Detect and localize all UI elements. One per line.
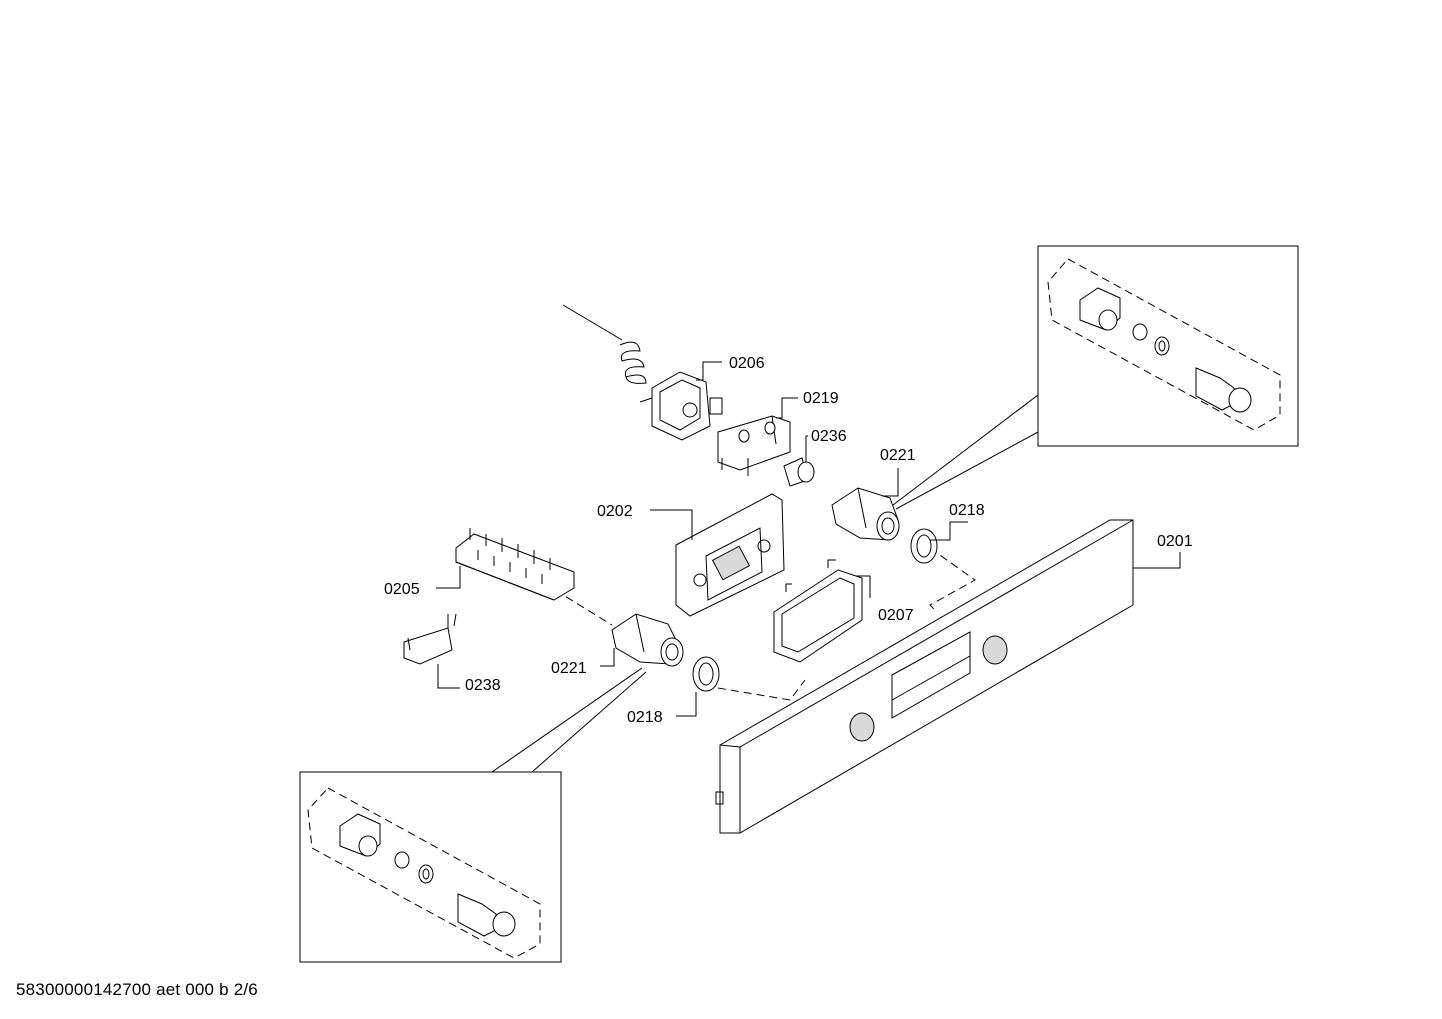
- label-0205: 0205: [384, 581, 420, 598]
- label-0221-bottom: 0221: [551, 660, 587, 677]
- detail-inset-bottom-left: [299, 667, 647, 963]
- inset-knob-assembly-icon: [339, 813, 516, 937]
- label-0238: 0238: [465, 677, 501, 694]
- label-0236: 0236: [811, 428, 847, 445]
- contact-bracket-0238: [403, 613, 457, 665]
- label-0219: 0219: [803, 390, 839, 407]
- bracket-0219: [717, 415, 791, 476]
- selector-switch-0221-top: [831, 487, 900, 541]
- detail-inset-top-right: [892, 245, 1299, 510]
- label-0201: 0201: [1157, 533, 1193, 550]
- display-frame-0207: [773, 559, 863, 663]
- terminal-block-0205: [455, 528, 575, 601]
- label-0221-top: 0221: [880, 447, 916, 464]
- control-panel-front: [715, 519, 1134, 834]
- selector-switch-0221-bottom: [611, 613, 684, 667]
- part-labels: 0206 0219 0236 0221 0218 0201 0202 0207 …: [384, 355, 1193, 726]
- label-0202: 0202: [597, 503, 633, 520]
- label-0207: 0207: [878, 607, 914, 624]
- thermostat-0206: [562, 304, 723, 441]
- leader-lines: [436, 361, 1181, 717]
- lamp-holder-0236: [783, 457, 815, 487]
- label-0218-top: 0218: [949, 502, 985, 519]
- ring-0218-top: [910, 528, 938, 564]
- inset-knob-assembly-icon: [1079, 287, 1252, 413]
- ring-0218-bottom: [692, 656, 720, 692]
- assembly-guide-lines: [554, 547, 976, 701]
- label-0218-bottom: 0218: [627, 709, 663, 726]
- label-0206: 0206: [729, 355, 765, 372]
- document-id: 58300000142700 aet 000 b 2/6: [16, 980, 258, 999]
- control-module-0202: [675, 493, 785, 617]
